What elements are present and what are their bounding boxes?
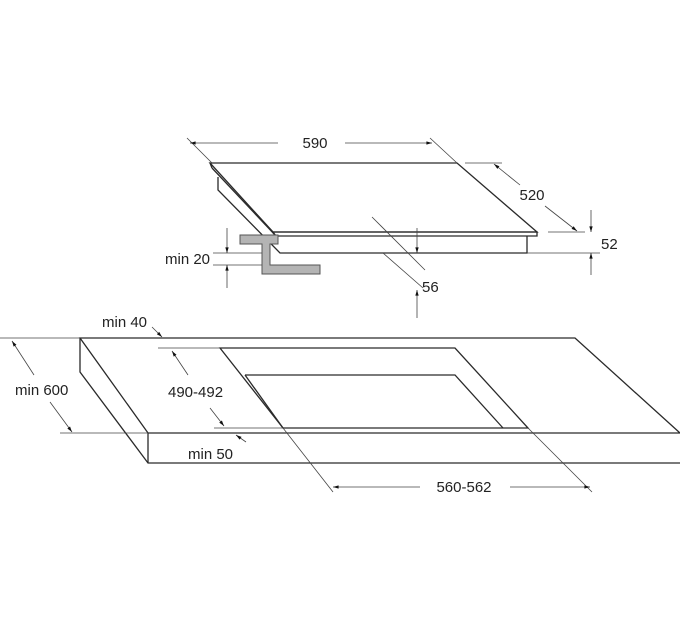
hob-glass-top xyxy=(208,162,539,233)
worktop-edge xyxy=(79,338,680,464)
label-56: 56 xyxy=(422,279,439,296)
dimension-min-40: min 40 xyxy=(102,314,163,338)
label-min-600: min 600 xyxy=(15,382,68,399)
label-min-50: min 50 xyxy=(188,446,233,463)
label-590: 590 xyxy=(302,135,327,152)
cutout-outer xyxy=(218,347,530,429)
dimension-52: 52 xyxy=(527,210,618,275)
dimension-520: 520 xyxy=(465,162,585,233)
worktop-top-face xyxy=(78,337,680,434)
dimension-590: 590 xyxy=(186,135,458,164)
label-490-492: 490-492 xyxy=(168,384,223,401)
dimension-min-20: min 20 xyxy=(165,228,262,288)
mounting-bracket xyxy=(239,234,321,275)
dimension-min-600: min 600 xyxy=(0,337,148,434)
dimension-490-492: 490-492 xyxy=(158,347,283,429)
dimension-560-562: 560-562 xyxy=(282,427,593,496)
label-min-20: min 20 xyxy=(165,251,210,268)
label-52: 52 xyxy=(601,236,618,253)
label-560-562: 560-562 xyxy=(436,479,491,496)
dimension-56: 56 xyxy=(371,216,439,318)
hob-body xyxy=(217,177,528,254)
hob-glass-front-edge xyxy=(271,231,538,237)
cutout-inner xyxy=(245,374,504,429)
dimension-min-50: min 50 xyxy=(188,434,247,463)
label-520: 520 xyxy=(519,187,544,204)
label-min-40: min 40 xyxy=(102,314,147,331)
